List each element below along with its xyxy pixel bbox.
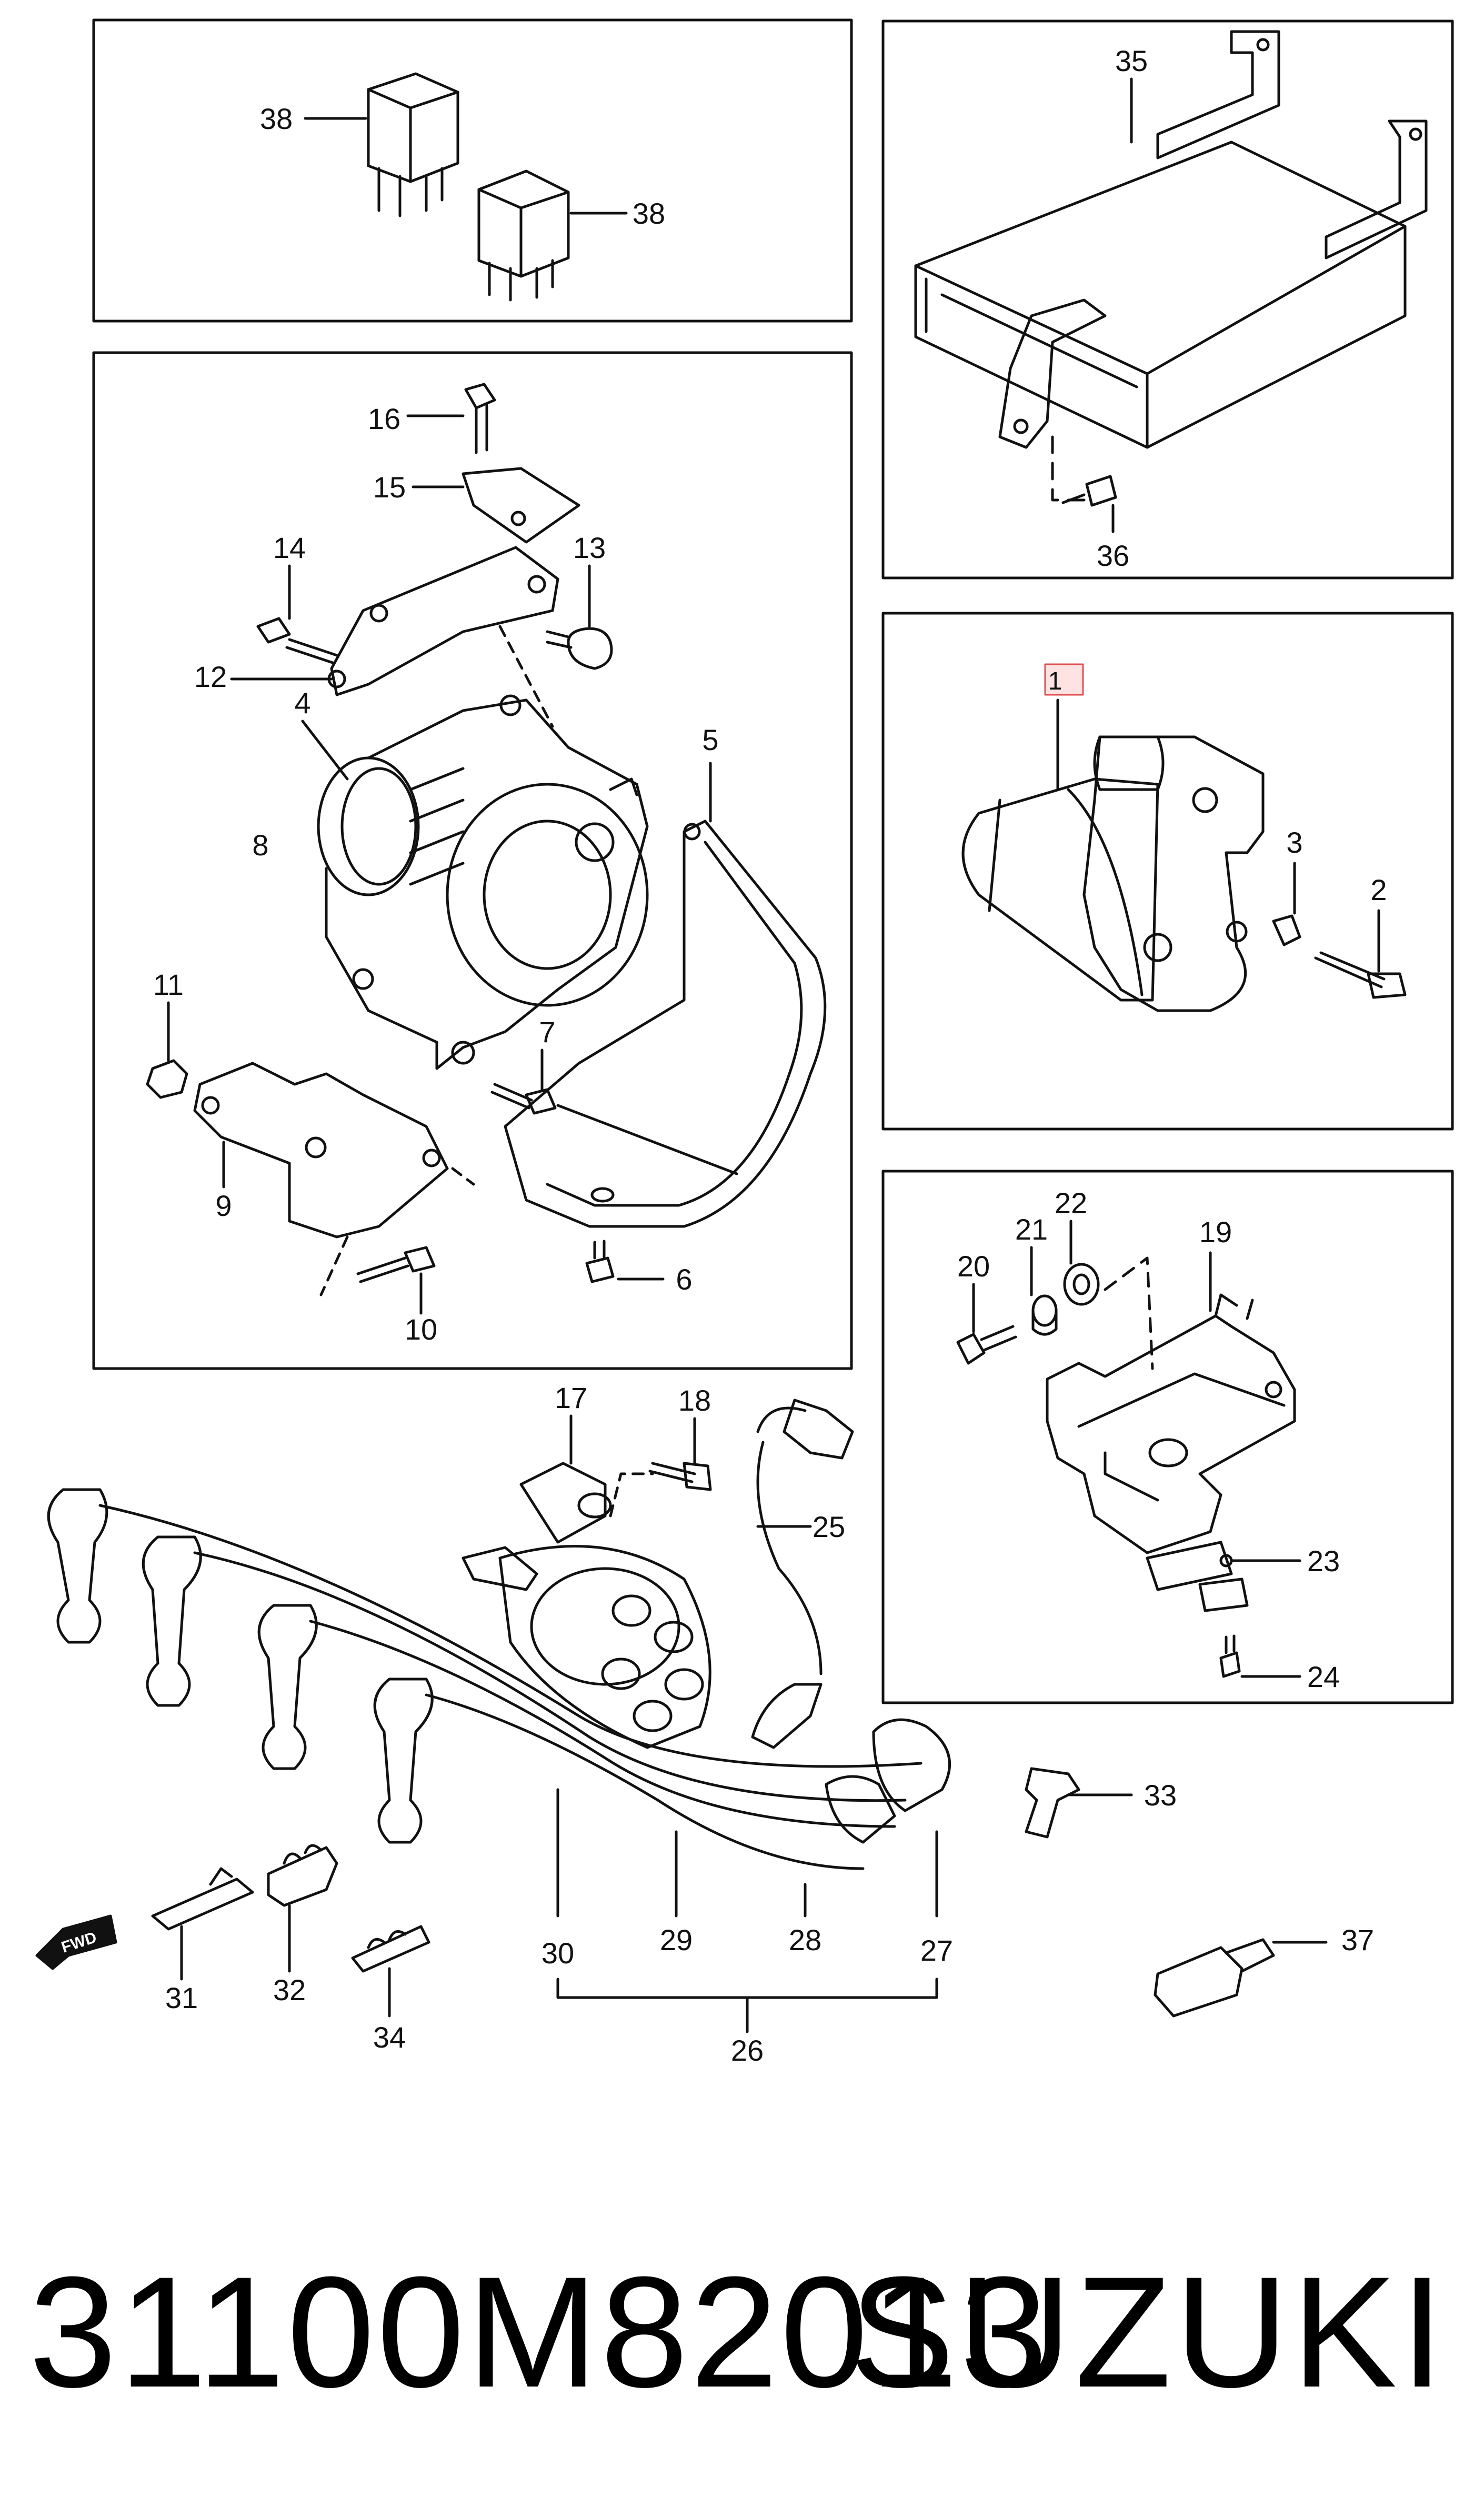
callout-20: 20 [957, 1250, 990, 1283]
wire-clamp-3[interactable] [351, 1925, 430, 1973]
callout-29: 29 [660, 1923, 693, 1956]
coil-dash [1104, 1256, 1154, 1370]
callout-25: 25 [813, 1510, 845, 1543]
callout-33: 33 [1144, 1779, 1177, 1812]
relay-panel-frame [92, 18, 853, 323]
adjust-bracket-top[interactable] [462, 467, 580, 544]
coil-panel-frame [881, 1170, 1454, 1704]
ecu-screw[interactable] [1061, 475, 1117, 507]
callout-12: 12 [194, 660, 227, 693]
callout-37: 37 [1341, 1923, 1374, 1956]
coil-wire[interactable] [751, 1399, 854, 1749]
ecu-screw-dash [1051, 435, 1096, 502]
callout-34: 34 [373, 2021, 406, 2054]
callout-36: 36 [1097, 539, 1129, 572]
plug-wire-4[interactable] [373, 1678, 865, 1870]
part-number: 31100M82013 [29, 2243, 1050, 2420]
relay-2[interactable] [477, 169, 570, 302]
alternator-bolt[interactable] [490, 1083, 557, 1115]
callout-3: 3 [1286, 826, 1302, 859]
callout-23: 23 [1307, 1544, 1340, 1578]
callout-8: 8 [252, 828, 268, 862]
wire-clamp-1[interactable] [151, 1867, 254, 1931]
callout-6: 6 [676, 1263, 692, 1296]
alternator[interactable] [317, 694, 649, 1070]
coil-screw[interactable] [1219, 1634, 1241, 1678]
callout-16: 16 [368, 402, 400, 435]
ecu-bracket-left [998, 298, 1107, 449]
plug-boots [825, 1718, 951, 1844]
distributor-bolt[interactable] [648, 1462, 712, 1491]
ecu-bracket-right [1156, 30, 1428, 259]
plug-wire-2[interactable] [142, 1535, 907, 1802]
callout-13: 13 [573, 531, 606, 564]
ignition-coil[interactable] [1046, 1293, 1296, 1554]
wire-clamp-2[interactable] [267, 1844, 338, 1907]
starter-bushing[interactable] [1272, 914, 1301, 946]
starter-motor[interactable] [961, 735, 1265, 1012]
callout-1: 1 [1048, 667, 1062, 695]
callout-31: 31 [165, 1981, 198, 2014]
coil-grommet[interactable] [1063, 1263, 1100, 1306]
mounting-bracket-dash [319, 1167, 475, 1296]
mounting-bracket[interactable] [193, 1062, 449, 1239]
relay-1[interactable] [367, 72, 459, 217]
callout-28: 28 [789, 1923, 821, 1956]
bracket-bolt-left[interactable] [256, 617, 338, 665]
plug-wire-1[interactable] [47, 1488, 923, 1768]
callout-2: 2 [1370, 873, 1387, 906]
callout-10: 10 [405, 1313, 437, 1346]
starter-panel-frame [881, 612, 1454, 1131]
callout-9: 9 [215, 1189, 232, 1222]
coil-bolt[interactable] [956, 1325, 1017, 1365]
callout-21: 21 [1015, 1213, 1048, 1246]
callout-11: 11 [153, 968, 184, 1001]
callout-30: 30 [542, 1936, 574, 1970]
cover-screw[interactable] [585, 1240, 615, 1283]
callout-5: 5 [702, 723, 718, 756]
callout-27: 27 [920, 1934, 953, 1967]
brand-name: SUZUKI [849, 2243, 1447, 2420]
belt-cover[interactable] [504, 820, 827, 1228]
callout-18: 18 [678, 1384, 711, 1417]
ecu-panel-frame [881, 19, 1454, 580]
adjust-bracket[interactable] [327, 546, 559, 696]
bracket-bolt-right[interactable] [546, 627, 613, 670]
fwd-arrow [35, 1914, 117, 1970]
parts-diagram: 38 38 35 36 1 2 3 16 15 14 13 12 4 5 8 1… [35, 18, 1454, 2067]
callout-17: 17 [555, 1381, 587, 1414]
ecu-module[interactable] [914, 141, 1407, 449]
callout-32: 32 [273, 1973, 306, 2006]
alternator-panel-frame [92, 351, 853, 1370]
wire-set-bracket [556, 1978, 938, 1999]
plug-wire-3[interactable] [257, 1604, 896, 1828]
callout-22: 22 [1055, 1186, 1087, 1220]
distributor-dash [609, 1472, 654, 1517]
coil-sensor-bracket[interactable] [1146, 1541, 1249, 1612]
callout-38-upper: 38 [260, 102, 293, 135]
coil-collar[interactable] [1031, 1294, 1058, 1336]
starter-bolt[interactable] [1314, 951, 1407, 999]
callout-38-lower: 38 [633, 197, 665, 230]
part-1-highlight [1044, 663, 1084, 696]
callout-35: 35 [1115, 44, 1148, 77]
bracket-bolt-top[interactable] [464, 383, 496, 454]
callout-26: 26 [731, 2034, 764, 2067]
wire-clamp-4[interactable] [1025, 1767, 1080, 1839]
callout-14: 14 [273, 531, 306, 564]
mounting-nut[interactable] [146, 1059, 188, 1099]
bracket-bolt-bottom[interactable] [356, 1246, 436, 1283]
alternator-leader [301, 720, 349, 781]
callout-15: 15 [373, 471, 406, 504]
callout-24: 24 [1307, 1660, 1340, 1693]
adjust-bracket-dash [498, 625, 554, 728]
connector[interactable] [1154, 1938, 1275, 2018]
callout-19: 19 [1199, 1215, 1232, 1249]
callout-7: 7 [539, 1015, 555, 1049]
callout-4: 4 [294, 686, 310, 720]
distributor[interactable] [462, 1462, 711, 1749]
